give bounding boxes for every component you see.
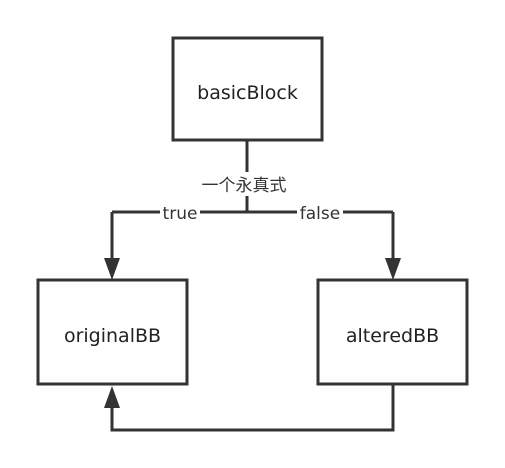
edge-true-label: true: [163, 204, 198, 224]
node-original-bb-box: [36, 278, 189, 386]
node-basic-block-label: basicBlock: [197, 82, 298, 104]
edge-false-label-group: false: [297, 203, 343, 224]
node-altered-bb-label: alteredBB: [346, 325, 439, 347]
edge-false: [385, 212, 401, 280]
condition-label: 一个永真式: [202, 176, 287, 196]
node-basic-block: basicBlock: [171, 36, 324, 142]
edge-false-label: false: [300, 204, 340, 224]
condition-label-bg: [194, 172, 294, 196]
edge-true: [104, 212, 120, 280]
edge-false-label-bg: [297, 203, 343, 223]
node-basic-block-box: [171, 36, 324, 142]
node-original-bb: originalBB: [36, 278, 189, 386]
edge-loop-line: [110, 384, 395, 432]
condition-label-group: 一个永真式: [194, 172, 294, 196]
edge-false-arrowhead: [385, 258, 401, 280]
edge-true-label-bg: [160, 203, 200, 223]
edge-true-arrowhead: [104, 258, 120, 280]
edge-altered-to-original: [104, 384, 395, 432]
edge-true-label-group: true: [160, 203, 200, 224]
node-altered-bb: alteredBB: [316, 278, 469, 386]
edge-loop-arrowhead: [104, 386, 120, 408]
node-original-bb-label: originalBB: [64, 325, 161, 347]
